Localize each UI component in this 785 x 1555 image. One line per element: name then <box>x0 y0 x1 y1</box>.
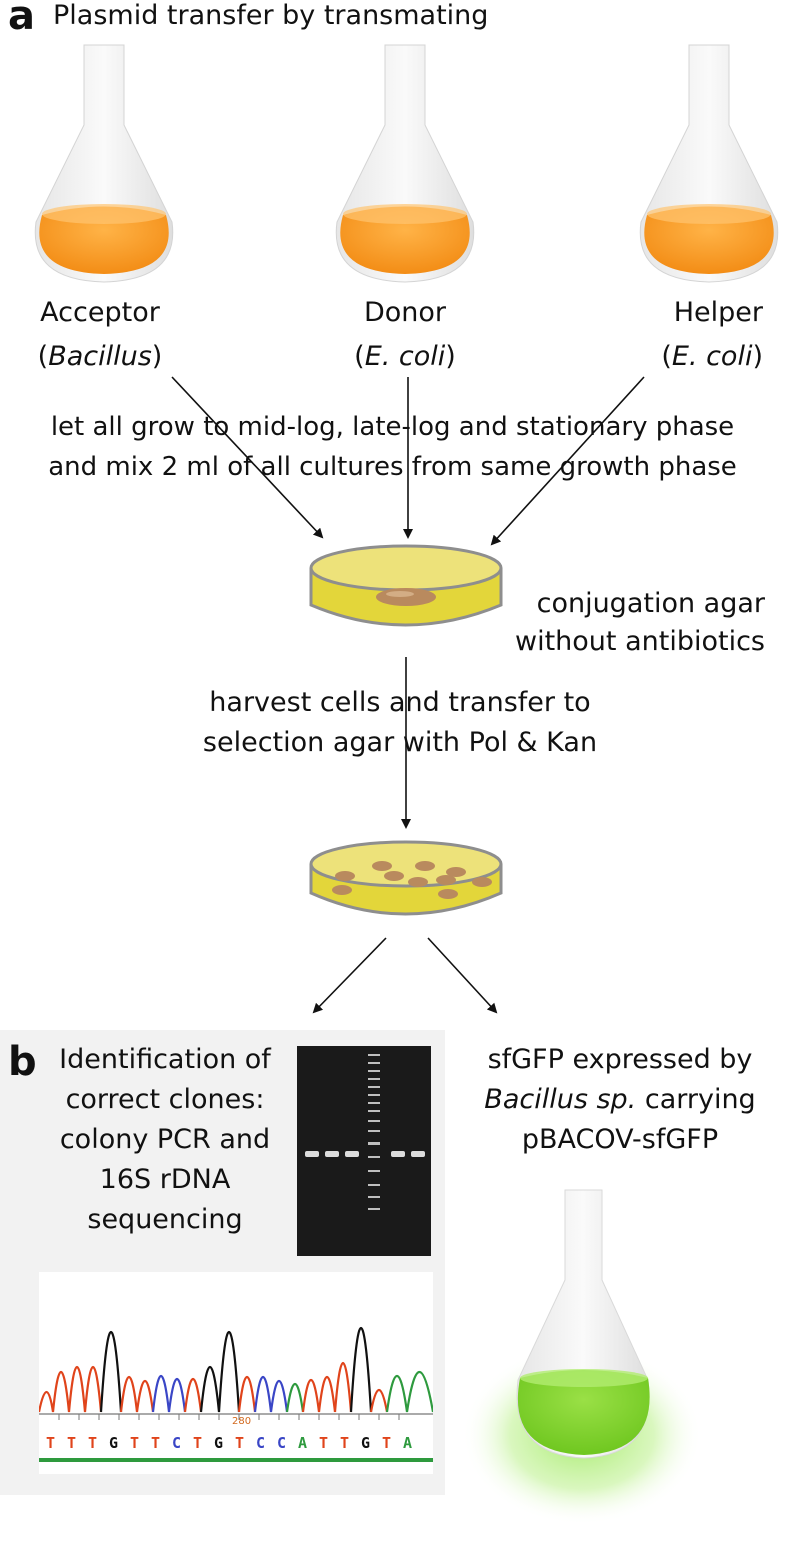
step-harvest-line1: harvest cells and transfer to <box>209 687 591 718</box>
flask-donor <box>335 44 475 283</box>
base-12: C <box>277 1434 287 1452</box>
base-16: G <box>361 1434 371 1452</box>
base-7: C <box>172 1434 182 1452</box>
conjugation-label-line2: without antibiotics <box>515 626 765 657</box>
step-grow-line1: let all grow to mid-log, late-log and st… <box>50 412 735 442</box>
identification-line4: 16S rDNA <box>99 1164 231 1195</box>
flask-sfgfp <box>462 1189 702 1525</box>
label-donor: Donor <box>363 297 447 328</box>
arrow-acceptor <box>171 376 324 539</box>
arrow-to-identification <box>312 937 387 1014</box>
identification-line2: correct clones: <box>65 1084 265 1115</box>
result-line1: sfGFP expressed by <box>487 1044 753 1075</box>
base-17: T <box>382 1434 392 1452</box>
arrow-to-expression <box>427 937 498 1014</box>
label-acceptor: Acceptor <box>40 297 160 328</box>
conjugation-dish <box>309 544 503 627</box>
base-10: T <box>235 1434 245 1452</box>
panel-b-letter: b <box>8 1039 37 1085</box>
identification-line1: Identification of <box>59 1044 271 1075</box>
base-1: T <box>46 1434 56 1452</box>
base-6: T <box>151 1434 161 1452</box>
result-line2: Bacillus sp. carrying <box>484 1084 756 1115</box>
base-14: T <box>319 1434 329 1452</box>
identification-line3: colony PCR and <box>59 1124 271 1155</box>
base-15: T <box>340 1434 350 1452</box>
result-line3: pBACOV-sfGFP <box>521 1124 719 1155</box>
base-2: T <box>67 1434 77 1452</box>
label-helper-organism: (E. coli) <box>661 341 763 372</box>
base-13: A <box>298 1434 308 1452</box>
base-18: A <box>403 1434 413 1452</box>
label-donor-organism: (E. coli) <box>354 341 456 372</box>
label-helper: Helper <box>673 297 763 328</box>
step-harvest-line2: selection agar with Pol & Kan <box>202 727 598 758</box>
base-9: G <box>214 1434 224 1452</box>
identification-line5: sequencing <box>87 1204 243 1235</box>
base-4: G <box>109 1434 119 1452</box>
base-8: T <box>193 1434 203 1452</box>
label-acceptor-organism: (Bacillus) <box>37 341 163 372</box>
pcr-gel-image <box>297 1046 431 1256</box>
sequence-position-label: 280 <box>232 1416 252 1427</box>
base-3: T <box>88 1434 98 1452</box>
panel-a-letter: a <box>8 0 35 39</box>
base-5: T <box>130 1434 140 1452</box>
selection-dish <box>309 840 503 916</box>
base-11: C <box>256 1434 266 1452</box>
arrow-helper <box>490 376 645 546</box>
sequencing-chromatogram <box>37 1272 435 1474</box>
flask-helper <box>639 44 779 283</box>
conjugation-label-line1: conjugation agar <box>536 588 765 619</box>
step-grow-line2: and mix 2 ml of all cultures from same g… <box>48 452 737 482</box>
colonies <box>332 861 492 899</box>
panel-a-title: Plasmid transfer by transmating <box>53 0 489 31</box>
flask-acceptor <box>34 44 174 283</box>
